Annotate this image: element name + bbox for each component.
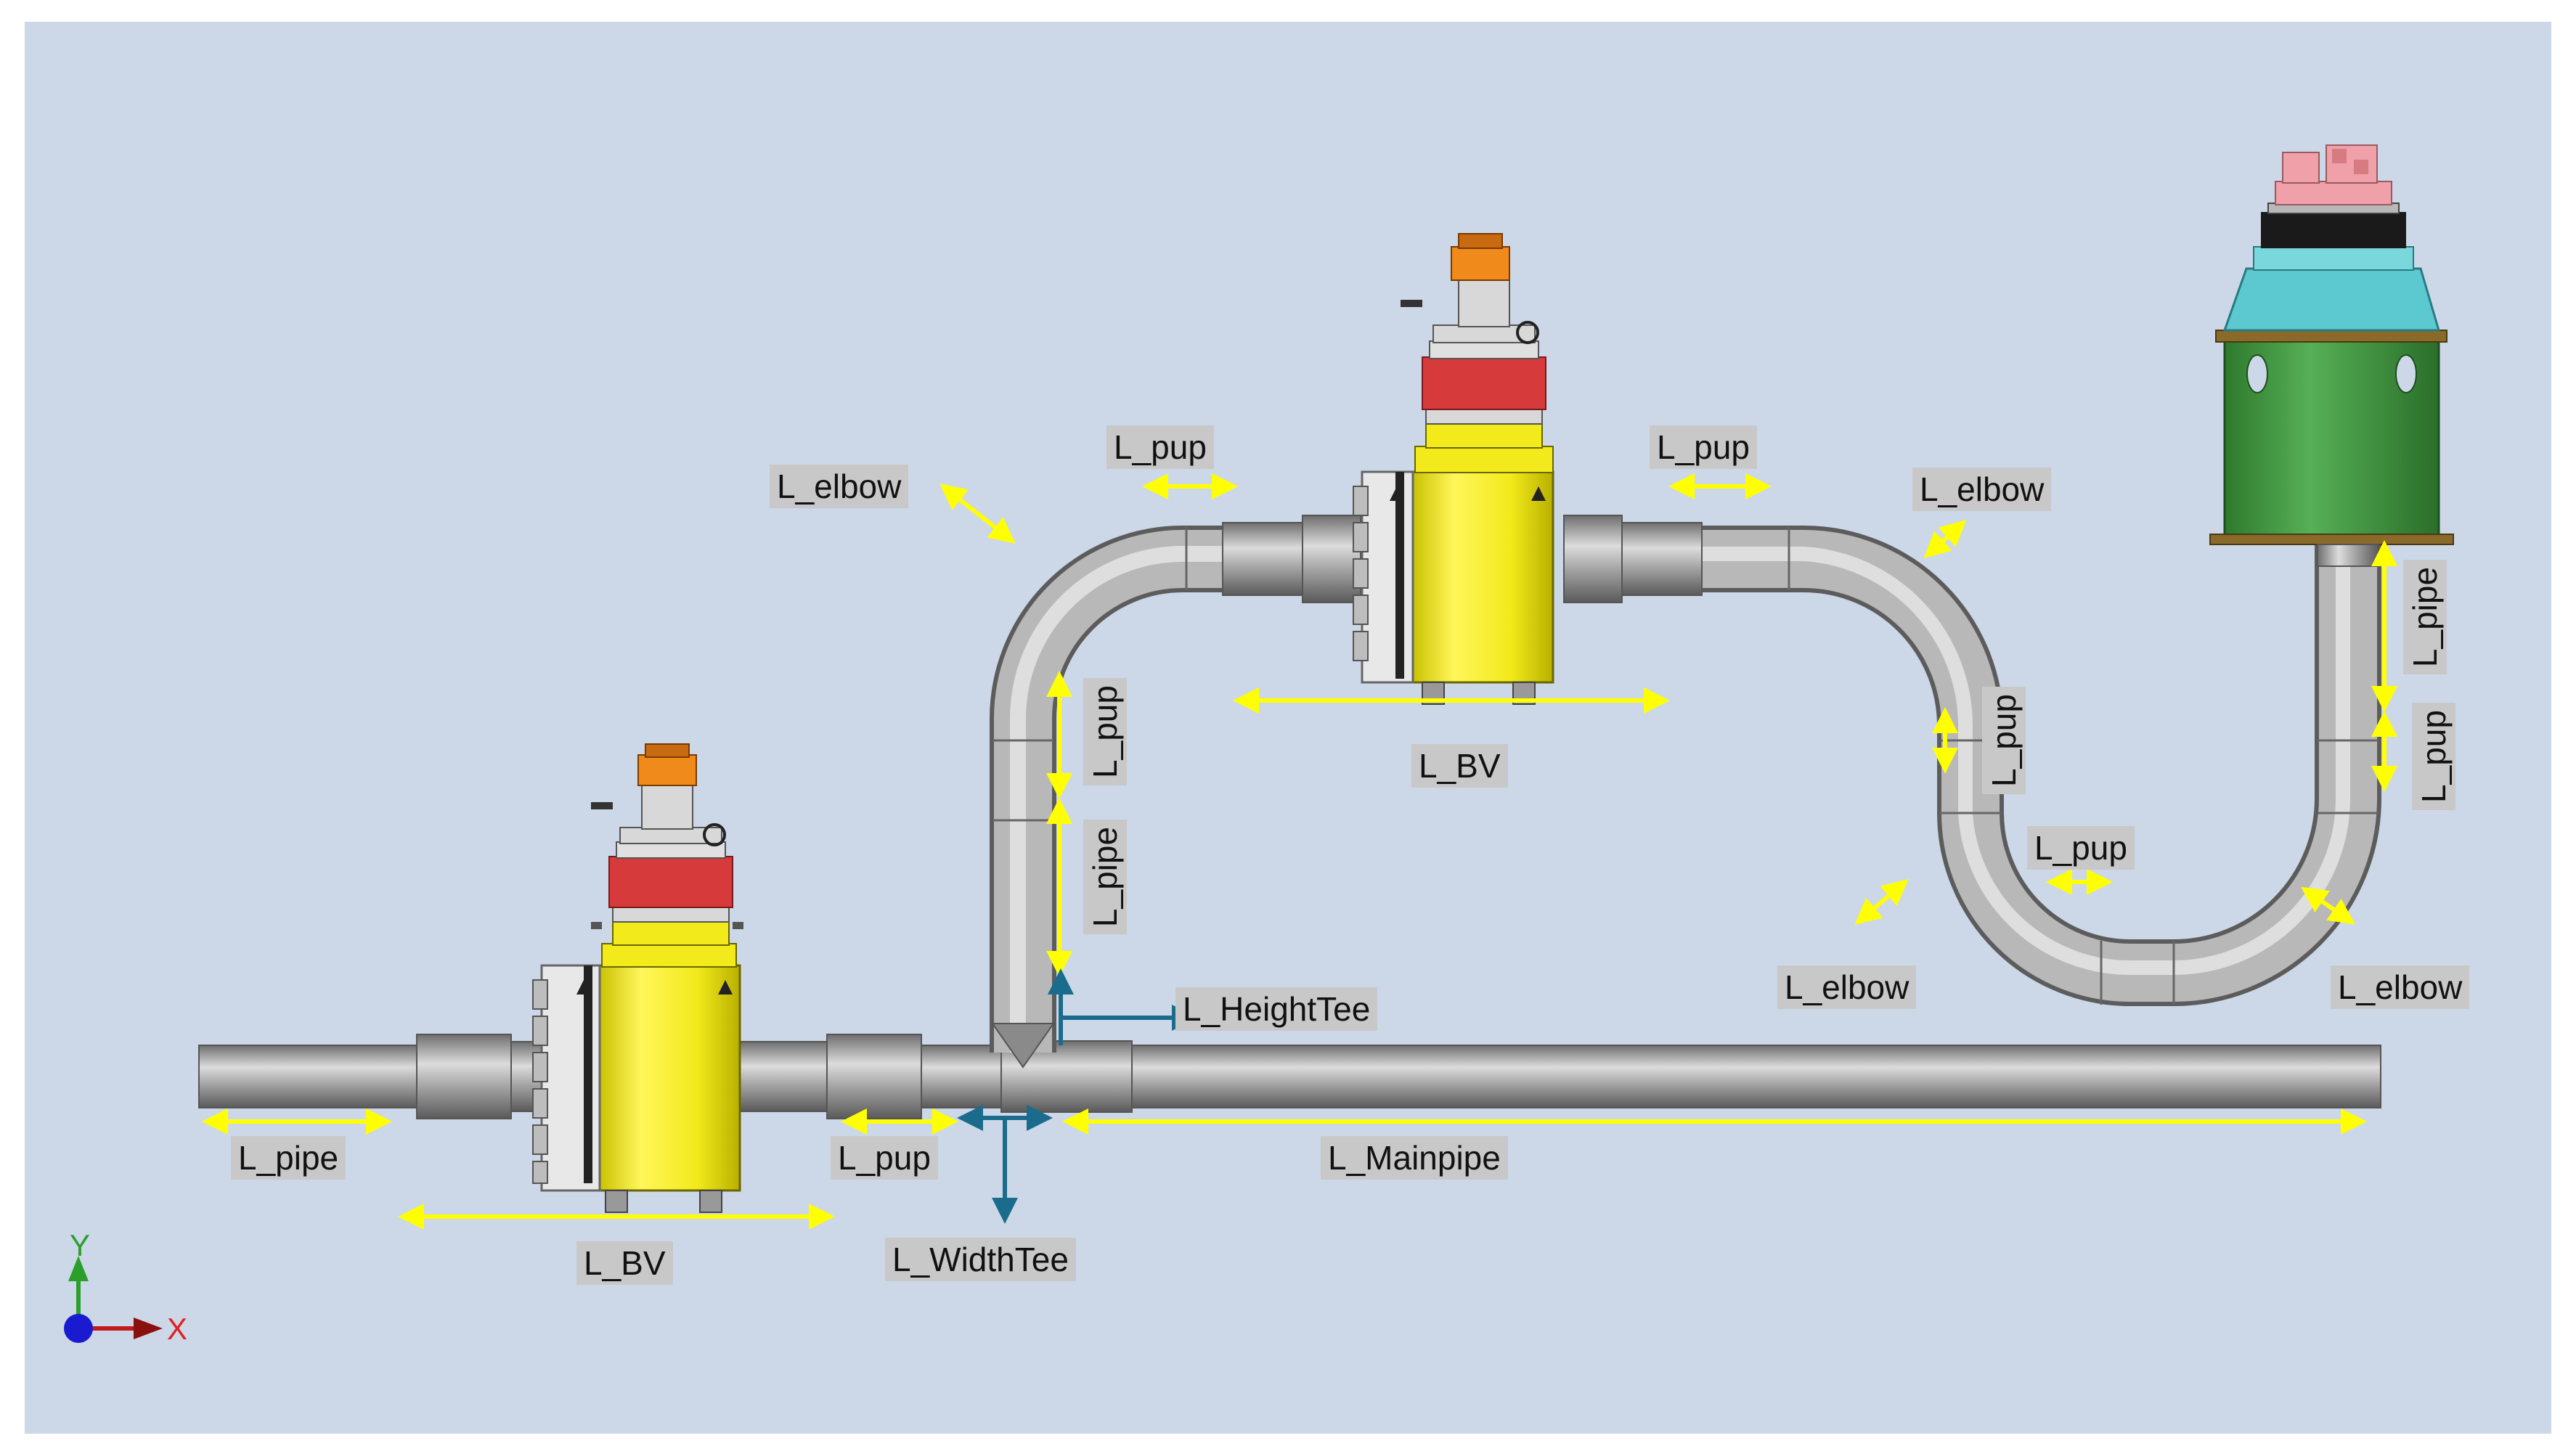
label-l-pup-far-right: L_pup [2412, 703, 2455, 810]
label-l-pup-top-left: L_pup [1106, 425, 1214, 469]
cad-viewport[interactable]: Y X L_pipe L_BV L_pup L_WidthTee L_Heigh… [25, 22, 2551, 1434]
label-l-bv-top: L_BV [1411, 744, 1508, 788]
dim-arrow-l-elbow-bottom-right [2301, 886, 2355, 925]
label-l-widthtee: L_WidthTee [885, 1238, 1076, 1281]
label-l-pipe-right-vertical: L_pipe [2403, 559, 2447, 675]
dimension-arrows [202, 473, 2397, 1230]
tee-arrows [957, 968, 1198, 1224]
label-l-elbow-left: L_elbow [770, 465, 909, 508]
label-l-heighttee: L_HeightTee [1175, 987, 1378, 1031]
axis-triad-icon: Y X [64, 1228, 187, 1346]
dim-arrow-l-elbow-bottom-left [1854, 879, 1909, 925]
main-pipe-run [198, 1034, 2381, 1119]
label-l-pup-right-vertical: L_pup [1982, 687, 2026, 794]
loop-pipe [990, 515, 2381, 1069]
main-pipe [1131, 1045, 2381, 1108]
dim-arrow-l-elbow-top-right [1923, 519, 1967, 559]
piping-drawing: Y X [64, 144, 2454, 1346]
label-l-pup-bottom: L_pup [831, 1136, 938, 1180]
wellhead-tower-icon[interactable] [2209, 144, 2454, 567]
label-l-pipe-left: L_pipe [231, 1136, 346, 1180]
label-l-elbow-top-right: L_elbow [1912, 467, 2052, 511]
ball-valve-icon[interactable] [532, 743, 743, 1213]
label-l-pup-ubend: L_pup [2027, 826, 2135, 870]
label-l-pipe-vertical: L_pipe [1083, 819, 1127, 935]
dim-arrow-l-elbow-left [939, 483, 1016, 544]
label-l-pup-vertical: L_pup [1083, 678, 1127, 785]
ball-valve-icon[interactable] [1353, 233, 1554, 705]
label-l-elbow-bottom-right: L_elbow [2331, 965, 2470, 1009]
label-l-pup-top-right: L_pup [1650, 425, 1757, 469]
label-l-bv-left: L_BV [576, 1241, 673, 1285]
label-l-mainpipe: L_Mainpipe [1321, 1136, 1508, 1180]
label-l-elbow-bottom-left: L_elbow [1777, 965, 1917, 1009]
axis-x-label: X [167, 1312, 187, 1346]
axis-y-label: Y [70, 1228, 90, 1262]
